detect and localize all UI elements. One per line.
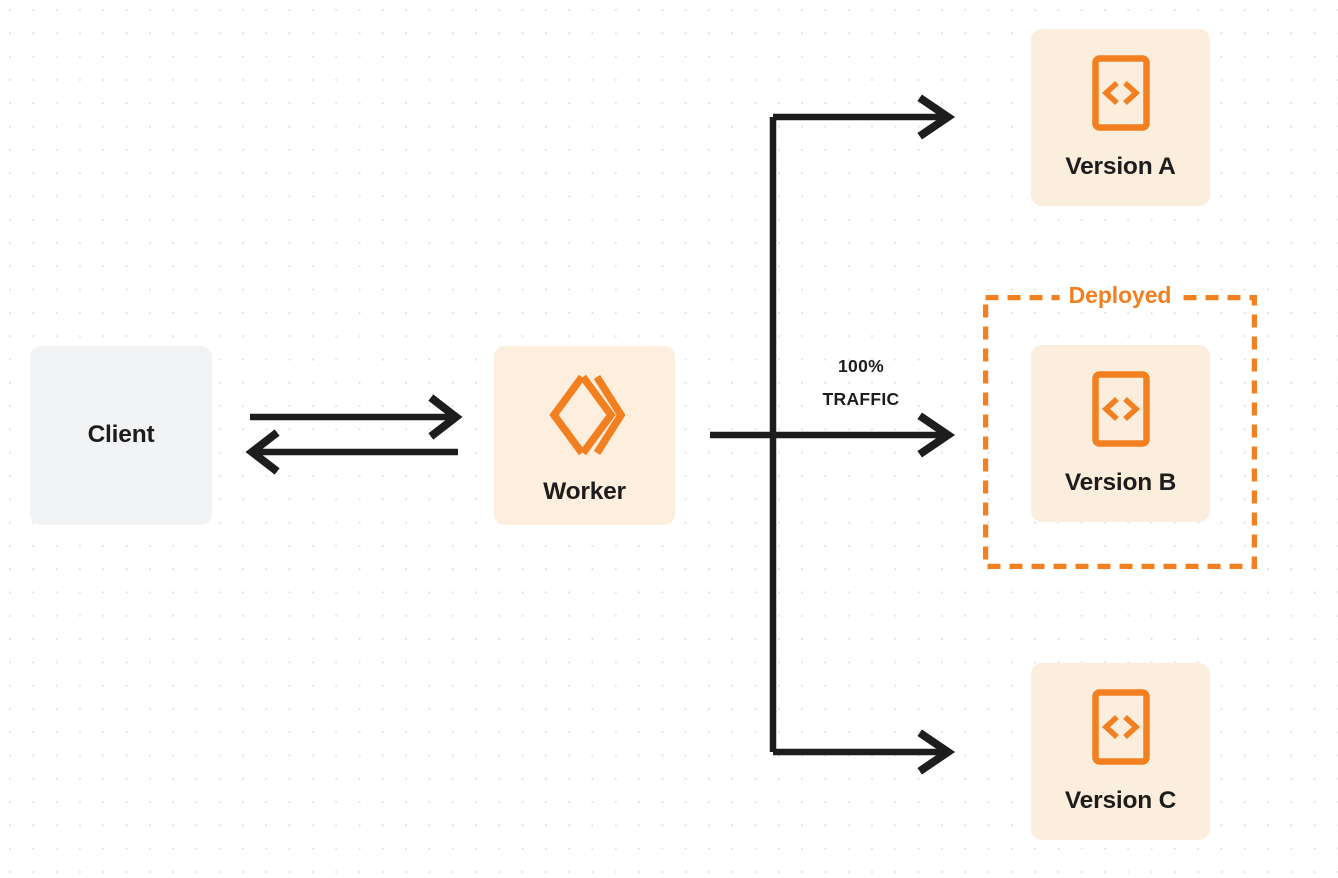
node-client-label: Client bbox=[87, 421, 155, 449]
cloudflare-workers-logo-icon bbox=[548, 375, 625, 456]
edge-worker-to-client bbox=[245, 429, 458, 475]
deployed-group: Deployed bbox=[983, 280, 1257, 569]
edge-client-to-worker bbox=[250, 394, 463, 440]
code-brackets-icon bbox=[1091, 55, 1150, 131]
node-version-a[interactable]: Version A bbox=[1031, 29, 1210, 206]
edge-worker-to-versions bbox=[710, 94, 956, 775]
traffic-word: TRAFFIC bbox=[822, 389, 900, 409]
traffic-percent-value: 100% bbox=[838, 356, 884, 376]
node-worker[interactable]: Worker bbox=[494, 346, 675, 525]
arrowhead-version-a bbox=[917, 94, 956, 140]
traffic-percentage-label: 100% TRAFFIC bbox=[786, 350, 936, 416]
node-worker-label: Worker bbox=[543, 478, 626, 506]
arrowhead-version-c bbox=[917, 729, 956, 775]
node-version-a-label: Version A bbox=[1065, 153, 1176, 181]
node-client[interactable]: Client bbox=[30, 346, 212, 525]
node-version-b-label: Version B bbox=[1064, 469, 1177, 497]
node-version-c-label: Version C bbox=[1064, 787, 1177, 815]
node-version-b[interactable]: Version B bbox=[1031, 345, 1210, 522]
arrowhead-version-b bbox=[917, 412, 956, 458]
code-brackets-icon bbox=[1091, 689, 1150, 765]
code-brackets-icon bbox=[1091, 371, 1150, 447]
node-version-c[interactable]: Version C bbox=[1031, 663, 1210, 840]
deployed-group-label: Deployed bbox=[1059, 280, 1181, 310]
